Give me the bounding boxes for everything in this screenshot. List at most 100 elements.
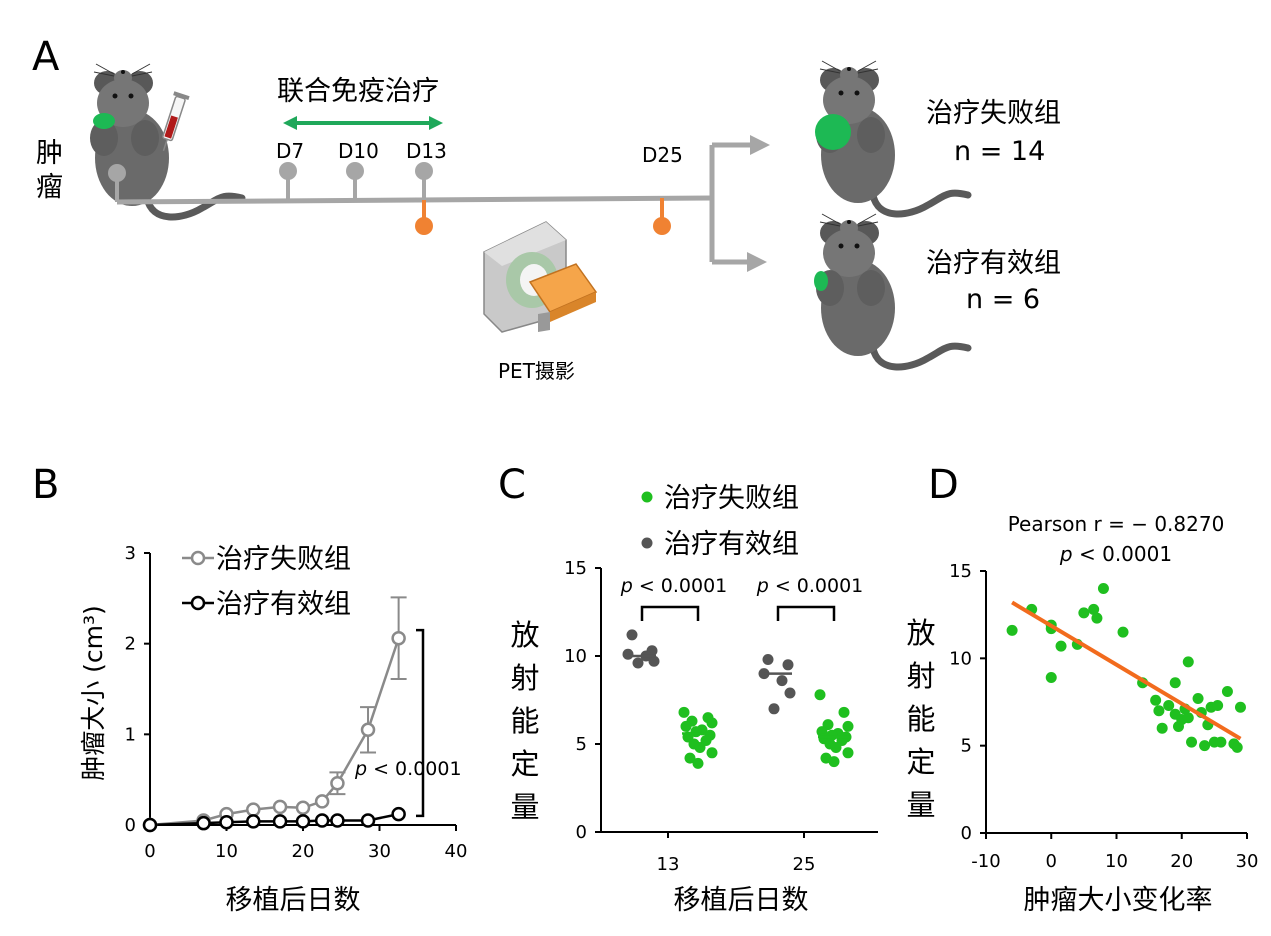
y-axis-label-char: 射: [906, 659, 935, 693]
panel-a-label: A: [32, 34, 60, 80]
y-tick-label: 1: [125, 724, 136, 745]
tumor-large-icon: [815, 114, 851, 150]
data-point: [842, 720, 854, 732]
data-point: [272, 814, 288, 829]
p-value-label: p < 0.0001: [354, 758, 462, 780]
y-axis-label-char: 能: [510, 704, 539, 738]
data-point: [632, 657, 644, 669]
data-point: [1006, 624, 1018, 636]
data-point: [1192, 693, 1204, 705]
y-tick-label: 0: [125, 815, 136, 836]
y-tick-label: 5: [961, 736, 972, 757]
branch-arrows: [709, 142, 755, 265]
data-point: [1221, 686, 1233, 698]
day-label-d25: D25: [642, 143, 683, 167]
x-tick-label: 20: [1170, 851, 1193, 872]
data-point: [1182, 656, 1194, 668]
timeline-marker-d10: [346, 162, 364, 180]
data-point: [196, 815, 211, 831]
data-point: [295, 814, 311, 829]
svg-text:C: C: [498, 462, 526, 508]
y-axis-label: 肿瘤大小 (cm³): [79, 605, 108, 781]
tumor-label-2: 瘤: [36, 172, 63, 203]
legend-label: 治疗有效组: [664, 529, 799, 560]
data-point: [706, 717, 718, 729]
data-point: [694, 742, 706, 754]
data-point: [830, 742, 842, 754]
mouse-icon: [90, 64, 242, 217]
y-tick-label: 3: [125, 543, 136, 564]
day-label-d13: D13: [406, 139, 447, 163]
svg-text:D: D: [928, 462, 959, 508]
p-value-label: p < 0.0001: [620, 575, 728, 597]
group-effective-n: n = 6: [966, 284, 1040, 315]
data-point: [1097, 582, 1109, 594]
data-point: [622, 648, 634, 660]
data-point: [1234, 701, 1246, 713]
x-tick-label: 25: [793, 854, 816, 875]
timeline-marker-d13: [415, 162, 433, 180]
p-value-label: p < 0.0001: [756, 575, 864, 597]
significance-bracket: [640, 605, 700, 621]
data-point: [680, 720, 692, 732]
y-tick-label: 10: [949, 648, 972, 669]
y-tick-label: 0: [961, 823, 972, 844]
mouse-fail-icon: [815, 61, 968, 214]
data-point: [692, 757, 704, 769]
y-axis-label-char: 射: [510, 661, 539, 695]
x-axis-label: 移植后日数: [674, 885, 809, 916]
data-point: [314, 794, 330, 809]
group-fail-n: n = 14: [954, 136, 1045, 167]
data-point: [776, 675, 788, 687]
x-tick-label: 0: [144, 841, 155, 862]
data-point: [1091, 612, 1103, 624]
data-point: [360, 813, 376, 828]
data-point: [626, 629, 638, 641]
legend-marker: [641, 537, 653, 549]
day-label-d10: D10: [338, 139, 379, 163]
data-point: [330, 813, 345, 828]
data-point: [842, 747, 854, 759]
data-point: [1153, 705, 1165, 717]
x-axis-label: 肿瘤大小变化率: [1024, 885, 1213, 916]
svg-text:B: B: [32, 462, 59, 508]
data-point: [1156, 722, 1168, 734]
data-point: [1231, 741, 1243, 753]
data-point: [314, 813, 330, 828]
y-tick-label: 15: [949, 561, 972, 582]
data-point: [142, 817, 158, 833]
y-axis-label-char: 放: [906, 616, 935, 650]
significance-bracket: [416, 628, 425, 818]
data-point: [391, 630, 406, 646]
timeline: [116, 195, 713, 205]
pet-scanner-icon: [483, 221, 598, 333]
data-point: [1163, 699, 1175, 711]
data-point: [1212, 699, 1224, 711]
legend-marker: [641, 491, 653, 503]
data-point: [219, 815, 234, 830]
legend-marker: [190, 550, 206, 566]
data-point: [784, 687, 796, 699]
group-fail-name: 治疗失败组: [926, 98, 1061, 129]
x-tick-label: 20: [292, 841, 315, 862]
y-axis-label-char: 能: [906, 702, 935, 736]
x-tick-label: 10: [215, 841, 238, 862]
x-tick-label: 10: [1105, 851, 1128, 872]
y-axis-label-char: 量: [906, 788, 935, 822]
data-point: [1182, 712, 1194, 724]
x-tick-label: 13: [657, 854, 680, 875]
y-tick-label: 2: [125, 634, 136, 655]
data-point: [648, 655, 660, 667]
tumor-icon: [93, 113, 115, 129]
data-point: [246, 802, 261, 817]
series-line: [149, 637, 400, 827]
timeline-marker-d7: [279, 162, 297, 180]
data-point: [1078, 607, 1090, 619]
pet-label: PET摄影: [498, 359, 575, 383]
data-point: [1150, 694, 1162, 706]
